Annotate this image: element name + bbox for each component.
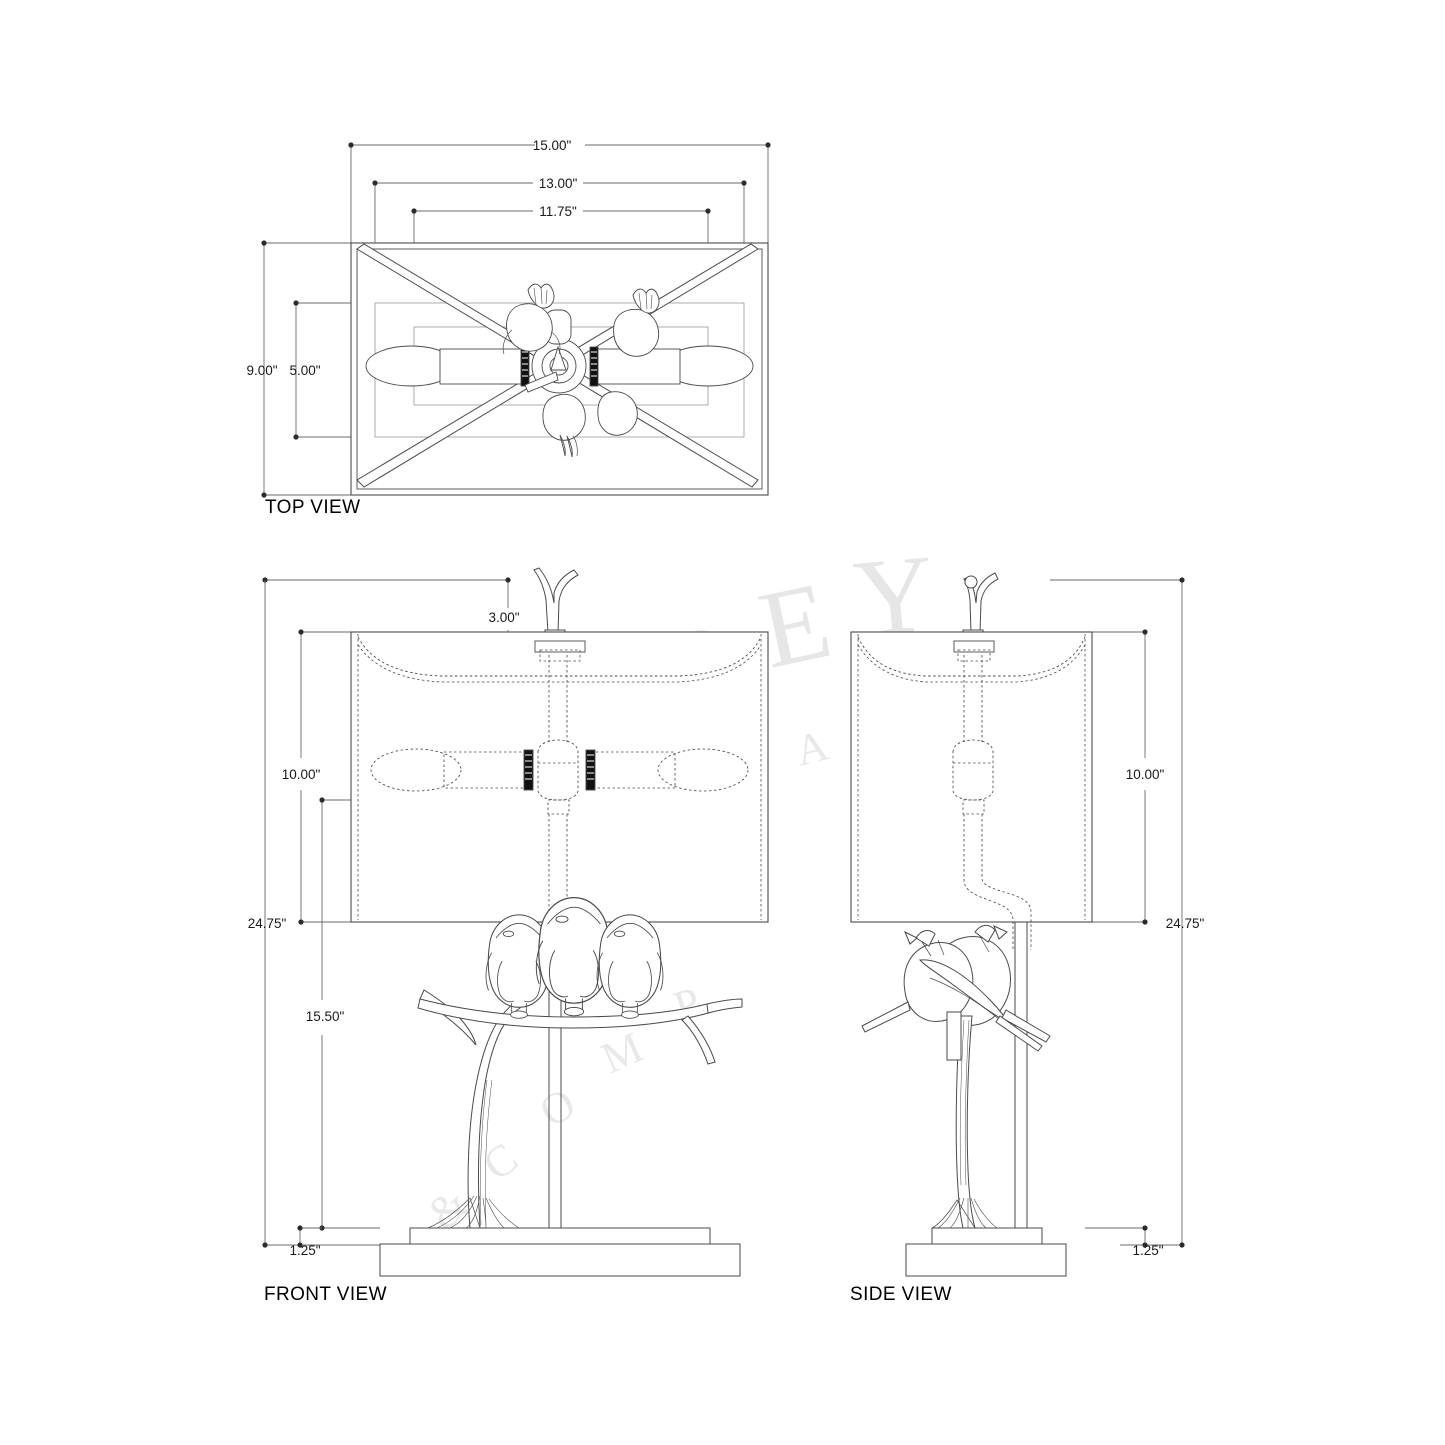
top-view-label: TOP VIEW: [265, 497, 360, 518]
svg-text:C: C: [474, 1133, 527, 1190]
front-dim-2475: 24.75": [248, 916, 287, 931]
front-dim-1550: 15.50": [306, 1009, 345, 1024]
front-view-birds: [485, 896, 664, 1019]
top-dim-15: 15.00": [533, 138, 572, 153]
front-view-sockets: [523, 749, 596, 791]
side-view-birds: [861, 924, 1051, 1229]
top-view-lamp-hardware: [365, 309, 754, 394]
side-view-dimensions: [1050, 577, 1185, 1248]
side-view-base: [905, 1227, 1067, 1277]
side-dim-125: 1.25": [1132, 1243, 1163, 1258]
top-dim-1175: 11.75": [539, 204, 577, 219]
front-dim-10: 10.00": [282, 767, 321, 782]
front-dim-125: 1.25": [289, 1243, 320, 1258]
side-view-finial: [962, 572, 999, 641]
top-dim-5: 5.00": [289, 363, 320, 378]
bird-right: [596, 914, 664, 1019]
side-view-group: 10.00" 24.75" 1.25": [850, 572, 1205, 1305]
svg-text:O: O: [532, 1078, 584, 1136]
top-view-dimensions: [261, 142, 771, 498]
front-view-shade: [350, 631, 769, 923]
top-dim-9: 9.00": [246, 363, 277, 378]
side-dim-10: 10.00": [1126, 767, 1165, 782]
svg-text:A: A: [791, 720, 834, 775]
top-dim-13: 13.00": [539, 176, 578, 191]
front-view-finial: [533, 567, 579, 641]
svg-text:M: M: [594, 1022, 650, 1083]
side-dim-2475: 24.75": [1166, 916, 1205, 931]
side-view-support-rod: [1014, 922, 1028, 1230]
side-view-internal-hardware: [952, 655, 1032, 950]
top-view-group: 15.00" 13.00" 11.75" 9.00" 5.00": [246, 138, 771, 518]
front-view-branch-sculpture: [417, 989, 743, 1229]
front-dim-3: 3.00": [488, 610, 519, 625]
side-view-label: SIDE VIEW: [850, 1284, 952, 1305]
side-view-shade: [850, 631, 1093, 923]
front-view-group: 3.00" 10.00" 24.75" 15.50" 1.25": [248, 567, 769, 1305]
front-view-base: [379, 1227, 741, 1277]
top-view-birds: [502, 283, 660, 458]
front-view-label: FRONT VIEW: [264, 1284, 387, 1305]
